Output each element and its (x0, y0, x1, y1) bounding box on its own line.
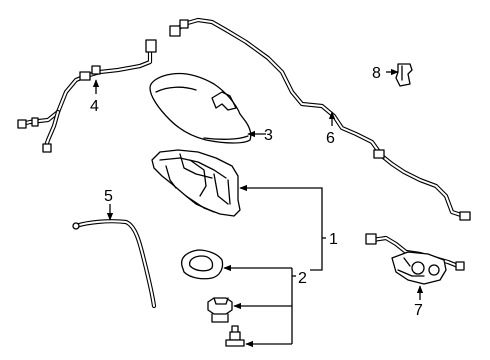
callout-5: 5 (104, 188, 113, 205)
leader-lines (92, 68, 424, 348)
antenna-cover-3 (149, 72, 252, 144)
antenna-base-1 (151, 149, 241, 217)
callout-2: 2 (298, 270, 307, 287)
callout-7: 7 (414, 302, 423, 319)
callout-1: 1 (329, 231, 338, 248)
clip-8 (395, 63, 413, 87)
cable-5 (72, 219, 157, 309)
callout-6: 6 (326, 130, 335, 147)
callout-3: 3 (264, 127, 273, 144)
callout-4: 4 (90, 98, 99, 115)
callout-8: 8 (372, 65, 381, 82)
gasket-2 (180, 249, 224, 280)
amplifier-7 (365, 233, 465, 285)
nut-2 (207, 297, 233, 323)
wire-harness-4 (17, 39, 157, 153)
bolt-2 (225, 325, 245, 347)
